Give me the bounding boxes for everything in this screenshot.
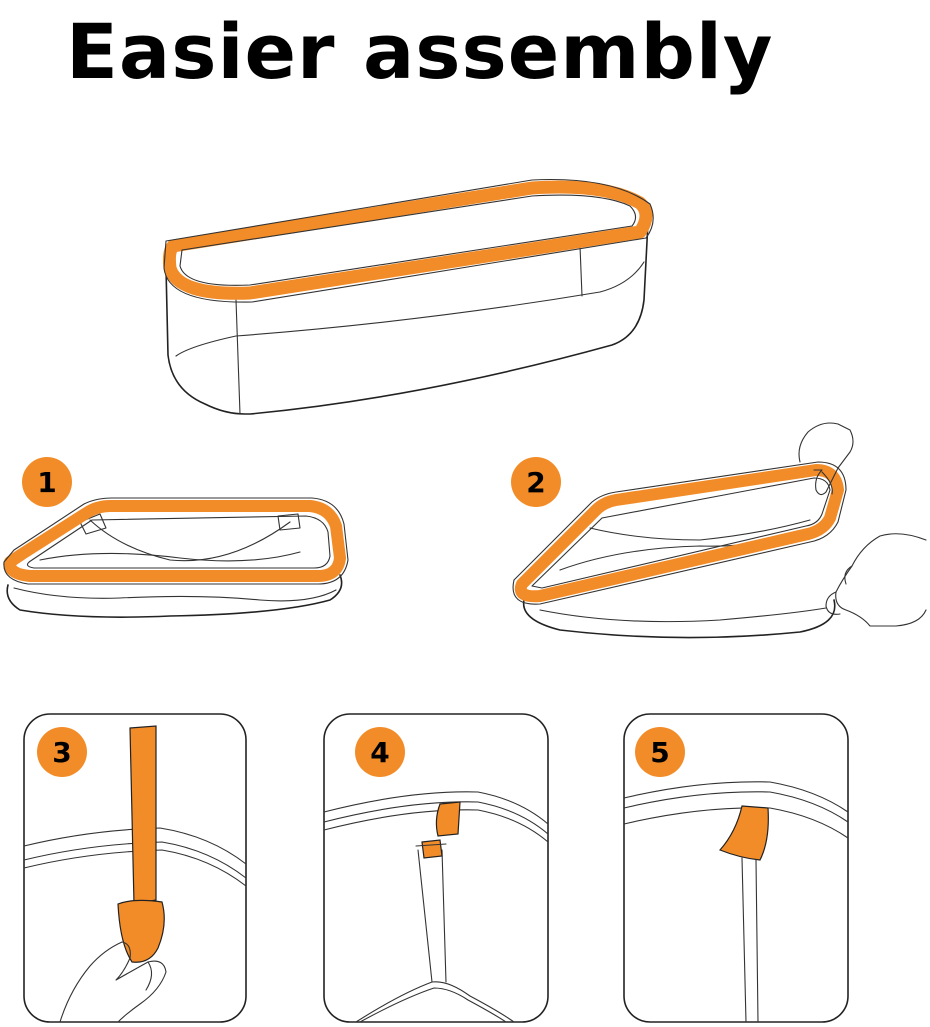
step-2-illustration	[512, 422, 927, 639]
step-number-4: 4	[370, 736, 389, 769]
badge-2-circle	[511, 457, 561, 507]
step-badge-5: 5	[635, 727, 685, 777]
step-4-panel	[323, 713, 549, 1023]
badge-1-circle	[22, 457, 72, 507]
step-number-5: 5	[650, 736, 669, 769]
step-number-1: 1	[37, 466, 56, 499]
page-title: Easier assembly	[66, 7, 774, 96]
step-3-panel	[23, 713, 247, 1023]
step-5-panel	[623, 713, 849, 1023]
badge-3-circle	[37, 727, 87, 777]
step-number-3: 3	[52, 736, 71, 769]
step-badge-3: 3	[37, 727, 87, 777]
assembled-box-illustration	[162, 179, 654, 415]
badge-4-circle	[355, 727, 405, 777]
step-1-illustration	[3, 497, 349, 618]
step-number-2: 2	[526, 466, 545, 499]
step-badge-2: 2	[511, 457, 561, 507]
badge-5-circle	[635, 727, 685, 777]
step-badge-1: 1	[22, 457, 72, 507]
step-badge-4: 4	[355, 727, 405, 777]
